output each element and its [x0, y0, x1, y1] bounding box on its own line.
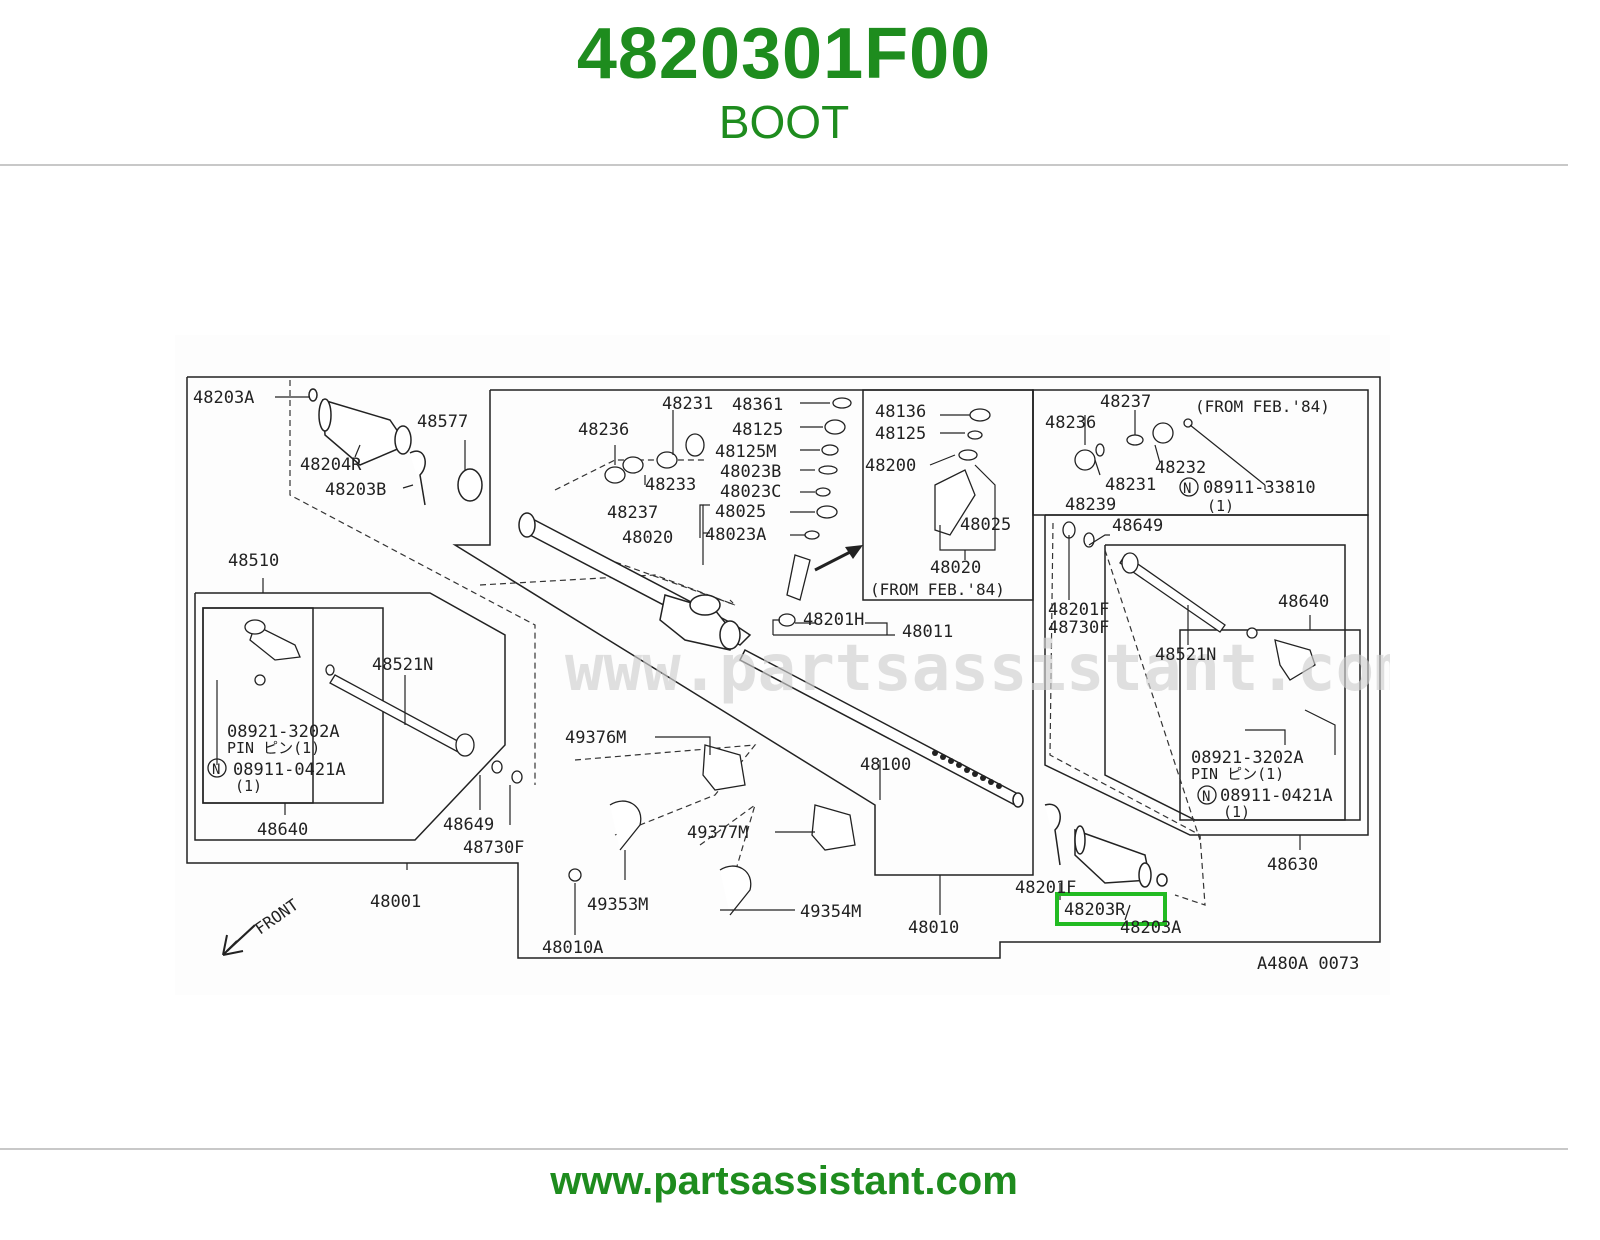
label-48025: 48025 [715, 502, 766, 522]
label-from-feb84-a: (FROM FEB.'84) [870, 580, 1005, 599]
parts-diagram: www.partsassistant.com FRONT 48203A 4857… [175, 335, 1413, 995]
label-48020-feb: 48020 [930, 558, 981, 578]
label-48649-right: 48649 [1112, 516, 1163, 536]
label-48201f-bottom: 48201F [1015, 878, 1076, 898]
footer-url-link[interactable]: www.partsassistant.com [550, 1159, 1018, 1203]
label-48001: 48001 [370, 892, 421, 912]
label-48577: 48577 [417, 412, 468, 432]
highlight-48203r [1055, 892, 1167, 926]
bottom-divider [0, 1148, 1568, 1150]
label-48237: 48237 [607, 503, 658, 523]
label-48025-feb: 48025 [960, 515, 1011, 535]
label-08921-right: 08921-3202A [1191, 748, 1304, 768]
outer-frame [186, 376, 1381, 959]
part-number-title: 4820301F00 [576, 14, 992, 94]
label-48011: 48011 [902, 622, 953, 642]
label-48649-left: 48649 [443, 815, 494, 835]
watermark: www.partsassistant.com [565, 632, 1390, 706]
label-48203a-top: 48203A [193, 388, 254, 408]
label-49354m: 49354M [800, 902, 861, 922]
label-48232: 48232 [1155, 458, 1206, 478]
page-header: 4820301F00 BOOT [0, 0, 1568, 166]
label-48630: 48630 [1267, 855, 1318, 875]
label-48125: 48125 [732, 420, 783, 440]
label-08911-33810: 08911-33810 [1203, 478, 1316, 498]
label-n-symbol-left: N [212, 762, 220, 778]
label-qty1-tr: (1) [1207, 497, 1234, 515]
right-outer-box [1044, 514, 1369, 836]
label-n-symbol-right: N [1202, 789, 1210, 805]
label-49353m: 49353M [587, 895, 648, 915]
label-48204r: 48204R [300, 455, 362, 475]
label-48231: 48231 [662, 394, 713, 414]
label-48100: 48100 [860, 755, 911, 775]
label-48125m: 48125M [715, 442, 776, 462]
label-48125-feb: 48125 [875, 424, 926, 444]
label-qty1-left: (1) [235, 777, 262, 795]
label-48239: 48239 [1065, 495, 1116, 515]
label-48640-right: 48640 [1278, 592, 1329, 612]
front-label: FRONT [251, 895, 302, 938]
label-qty1-right: (1) [1223, 803, 1250, 821]
label-48730f-left: 48730F [463, 838, 524, 858]
ref-code: A480A 0073 [1257, 954, 1359, 974]
label-48236: 48236 [578, 420, 629, 440]
left-outer-box [194, 592, 506, 841]
right-boot [1074, 828, 1151, 884]
label-48023c: 48023C [720, 482, 781, 502]
label-08911-0421a-right: 08911-0421A [1220, 786, 1333, 806]
label-48237-tr: 48237 [1100, 392, 1151, 412]
label-48200: 48200 [865, 456, 916, 476]
label-08921-left: 08921-3202A [227, 722, 340, 742]
left-end-box [202, 607, 314, 804]
label-49377m: 49377M [687, 823, 748, 843]
label-48010: 48010 [908, 918, 959, 938]
label-48203a-bottom: 48203A [1120, 918, 1181, 938]
label-48233: 48233 [645, 475, 696, 495]
label-48236-tr: 48236 [1045, 413, 1096, 433]
label-pin-left: PIN ピン(1) [227, 739, 320, 757]
label-08911-0421a-left: 08911-0421A [233, 760, 346, 780]
label-48521n-right: 48521N [1155, 645, 1216, 665]
label-from-feb84-b: (FROM FEB.'84) [1195, 397, 1330, 416]
front-arrow-icon [222, 924, 256, 956]
bushing-49376m [702, 744, 746, 791]
label-48203b: 48203B [325, 480, 386, 500]
label-48201h: 48201H [803, 610, 864, 630]
label-48361: 48361 [732, 395, 783, 415]
label-n-symbol-tr: N [1183, 481, 1191, 497]
label-48640-left: 48640 [257, 820, 308, 840]
label-48136: 48136 [875, 402, 926, 422]
label-48010a: 48010A [542, 938, 603, 958]
part-name-subtitle: BOOT [718, 96, 850, 148]
top-divider [0, 164, 1568, 166]
label-48203r: 48203R [1064, 900, 1126, 920]
label-48201f: 48201F [1048, 600, 1109, 620]
right-end-box [1179, 629, 1361, 821]
label-48020: 48020 [622, 528, 673, 548]
label-48023b: 48023B [720, 462, 781, 482]
label-pin-right: PIN ピン(1) [1191, 765, 1284, 783]
parts-diagram-svg: www.partsassistant.com FRONT 48203A 4857… [186, 376, 1413, 974]
label-49376m: 49376M [565, 728, 626, 748]
label-48521n-left: 48521N [372, 655, 433, 675]
label-48730f-right: 48730F [1048, 618, 1109, 638]
label-48231-tr: 48231 [1105, 475, 1156, 495]
label-48510: 48510 [228, 551, 279, 571]
bushing-49377m [811, 804, 856, 851]
label-48023a: 48023A [705, 525, 766, 545]
